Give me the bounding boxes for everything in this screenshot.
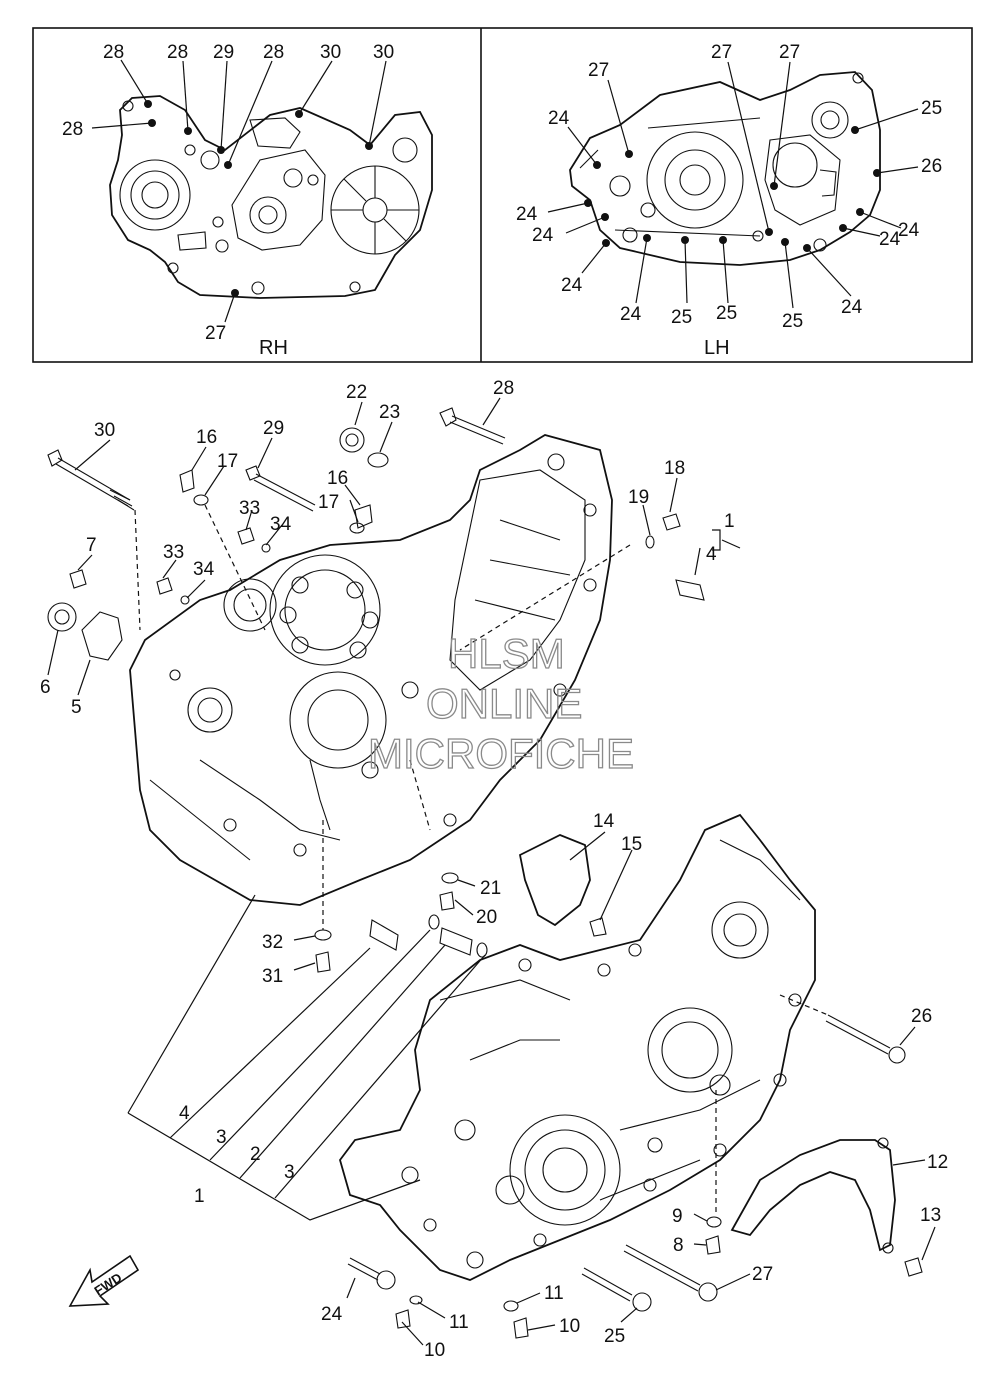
lh-crankcase-drawing	[569, 71, 881, 266]
lh-caption: LH	[704, 337, 730, 359]
rh-label: 27	[205, 323, 226, 344]
part-1-bracket	[127, 894, 486, 1221]
part-label: 11	[544, 1283, 564, 1304]
part-label: 33	[239, 498, 260, 519]
rh-label: 28	[167, 42, 188, 63]
part-label: 4	[179, 1103, 190, 1124]
watermark-line-2: ONLINE	[426, 680, 582, 727]
fwd-arrow-icon: FWD	[68, 1254, 140, 1307]
lh-label: 25	[671, 307, 692, 328]
rh-label: 30	[320, 42, 341, 63]
watermark-line-3: MICROFICHE	[368, 730, 634, 777]
lh-label: 27	[711, 42, 732, 63]
part-label: 23	[379, 402, 400, 423]
lh-label: 24	[898, 220, 920, 241]
inset-frame	[32, 27, 973, 363]
watermark: HLSM ONLINE MICROFICHE	[367, 629, 634, 777]
rh-label: 28	[103, 42, 124, 63]
part-label: 27	[752, 1264, 773, 1285]
part-label: 16	[327, 468, 348, 489]
part-label: 18	[664, 458, 685, 479]
part-label: 22	[346, 382, 367, 403]
part-label: 7	[86, 535, 97, 556]
part-label: 11	[449, 1312, 469, 1333]
part-label: 10	[559, 1316, 580, 1337]
lh-label: 24	[879, 229, 901, 250]
part-label: 13	[920, 1205, 941, 1226]
watermark-line-1: HLSM	[448, 630, 565, 677]
lh-label: 24	[548, 108, 570, 129]
part-label: 25	[604, 1326, 625, 1347]
part-label: 1	[194, 1186, 205, 1207]
part-label: 6	[40, 677, 51, 698]
part-label: 20	[476, 907, 497, 928]
part-label: 1	[724, 511, 735, 532]
part-14-bracket	[518, 834, 591, 927]
part-label: 14	[593, 811, 615, 832]
part-label: 12	[927, 1152, 948, 1173]
part-label: 9	[672, 1206, 683, 1227]
part-label: 16	[196, 427, 217, 448]
part-label: 21	[480, 878, 501, 899]
lh-label: 24	[561, 275, 583, 296]
rh-crankcase-drawing	[109, 95, 433, 299]
lh-label: 24	[620, 304, 642, 325]
part-label: 5	[71, 697, 82, 718]
part-label: 4	[706, 544, 717, 565]
part-label: 2	[250, 1144, 261, 1165]
rh-label: 29	[213, 42, 234, 63]
rh-label: 28	[62, 119, 83, 140]
lh-label: 24	[532, 225, 554, 246]
part-label: 24	[321, 1304, 343, 1325]
part-label: 30	[94, 420, 115, 441]
assembly-lines	[134, 504, 829, 1215]
right-crankcase-half	[129, 434, 613, 906]
part-label: 29	[263, 418, 284, 439]
part-label: 32	[262, 932, 283, 953]
lh-label: 25	[921, 98, 942, 119]
lh-label: 27	[588, 60, 609, 81]
part-label: 3	[284, 1162, 295, 1183]
part-label: 8	[673, 1235, 684, 1256]
part-label: 17	[318, 492, 339, 513]
part-label: 33	[163, 542, 184, 563]
lh-label: 25	[782, 311, 803, 332]
lh-label: 25	[716, 303, 737, 324]
part-label: 31	[262, 966, 283, 987]
part-label: 19	[628, 487, 649, 508]
main-labels: 30 16 17 29 33 34 7 33 34 6 5 22 23 16 1…	[40, 378, 948, 1361]
part-12-cover	[730, 1139, 896, 1252]
part-label: 26	[911, 1006, 932, 1027]
part-label: 34	[193, 559, 215, 580]
lh-label: 24	[516, 204, 538, 225]
part-label: 15	[621, 834, 642, 855]
part-label: 28	[493, 378, 514, 399]
left-crankcase-half	[339, 813, 816, 1281]
rh-label: 28	[263, 42, 284, 63]
part-label: 10	[424, 1340, 445, 1361]
rh-label: 30	[373, 42, 394, 63]
part-label: 17	[217, 451, 238, 472]
lh-label: 27	[779, 42, 800, 63]
lh-label: 26	[921, 156, 942, 177]
rh-caption: RH	[259, 337, 288, 359]
part-label: 3	[216, 1127, 227, 1148]
part-label: 34	[270, 514, 292, 535]
leader-lines	[47, 397, 936, 1346]
lh-label: 24	[841, 297, 863, 318]
fastener-parts	[47, 407, 923, 1339]
